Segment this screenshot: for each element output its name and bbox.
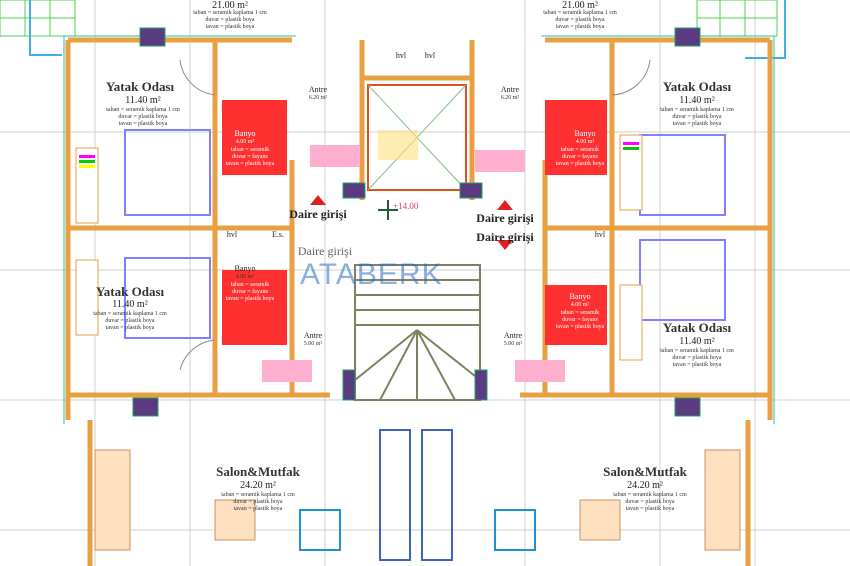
level-marker [378, 200, 398, 220]
bedroom-area: 11.40 m² [679, 95, 715, 106]
bedroom-label: Yatak Odası [662, 320, 732, 335]
bath-finish-wall: duvar = fayans [562, 317, 598, 323]
finish-floor: taban = seramik kaplama 1 cm [613, 492, 687, 498]
entry-label: Daire girişi [476, 211, 534, 225]
finish-floor: taban = seramik kaplama 1 cm [660, 107, 734, 113]
bath-finish-floor: taban = seramik [230, 282, 270, 288]
finish-wall: duvar = plastik boya [625, 499, 675, 505]
bath-finish-wall: duvar = fayans [562, 154, 598, 160]
finish-wall: duvar = plastik boya [672, 114, 722, 120]
watermark: ATABERK [300, 258, 443, 291]
hvl-label: hvl [226, 230, 238, 239]
bedroom-area: 11.40 m² [125, 95, 161, 106]
bedroom-area: 11.40 m² [112, 299, 148, 310]
hvl-label: hvl [594, 230, 606, 239]
hall-area: 6.20 m² [500, 95, 520, 101]
stairs [354, 264, 481, 401]
entry-label: Daire girişi [476, 230, 534, 244]
walls [65, 37, 773, 566]
finish-ceiling: tavan = plastik boya [233, 506, 283, 512]
finish-floor: taban = seramik kaplama 1 cm [221, 492, 295, 498]
finish-ceiling: tavan = plastik boya [205, 24, 255, 30]
top-area-right: 21.00 m² [562, 0, 598, 11]
bath-finish-floor: taban = seramik [230, 147, 270, 153]
hall-label: Antre [500, 85, 520, 94]
finish-wall: duvar = plastik boya [672, 355, 722, 361]
hall-area: 6.20 m² [308, 95, 328, 101]
hvl-label: hvl [424, 51, 436, 60]
bath-finish-ceiling: tavan = plastik boya [555, 324, 605, 330]
finish-ceiling: tavan = plastik boya [118, 121, 168, 127]
finish-wall: duvar = plastik boya [205, 17, 255, 23]
finish-ceiling: tavan = plastik boya [625, 506, 675, 512]
living-label: Salon&Mutfak [216, 464, 300, 479]
finish-ceiling: tavan = plastik boya [555, 24, 605, 30]
hall-label: Antre [308, 85, 328, 94]
hall-area: 5.00 m² [503, 341, 523, 347]
bath-label: Banyo [574, 129, 596, 138]
balcony-railings [29, 0, 786, 59]
bath-tiles [222, 100, 607, 345]
wall-edges [63, 35, 775, 424]
es-label: E.s. [272, 230, 284, 239]
bedroom-area: 11.40 m² [679, 336, 715, 347]
finish-floor: taban = seramik kaplama 1 cm [93, 311, 167, 317]
finish-floor: taban = seramik kaplama 1 cm [660, 348, 734, 354]
finish-wall: duvar = plastik boya [118, 114, 168, 120]
columns [132, 27, 701, 417]
finish-wall: duvar = plastik boya [555, 17, 605, 23]
cabinets [262, 145, 565, 382]
entry-label: Daire girişi [289, 207, 347, 221]
living-area: 24.20 m² [240, 480, 276, 491]
bath-label: Banyo [234, 264, 256, 273]
bath-label: Banyo [569, 292, 591, 301]
bedroom-label: Yatak Odası [95, 284, 165, 299]
balcony-grids [0, 0, 778, 37]
bath-finish-ceiling: tavan = plastik boya [225, 161, 275, 167]
bath-finish-ceiling: tavan = plastik boya [555, 161, 605, 167]
bedroom-label: Yatak Odası [105, 79, 175, 94]
finish-floor: taban = seramik kaplama 1 cm [543, 10, 617, 16]
bath-area: 4.00 m² [235, 139, 255, 145]
sofas [94, 449, 741, 551]
wardrobe-stripes [79, 142, 639, 168]
entry-label: Daire girişi [297, 244, 353, 258]
bath-label: Banyo [234, 129, 256, 138]
hall-label: Antre [303, 331, 323, 340]
hall-area: 5.00 m² [303, 341, 323, 347]
hvl-label: hvl [395, 51, 407, 60]
bath-area: 4.00 m² [575, 139, 595, 145]
finish-ceiling: tavan = plastik boya [105, 325, 155, 331]
bath-finish-ceiling: tavan = plastik boya [225, 296, 275, 302]
bath-area: 4.00 m² [235, 274, 255, 280]
entry-arrows [310, 195, 513, 250]
bath-finish-wall: duvar = fayans [232, 154, 268, 160]
living-area: 24.20 m² [627, 480, 663, 491]
doors [179, 59, 651, 371]
finish-floor: taban = seramik kaplama 1 cm [193, 10, 267, 16]
top-area-left: 21.00 m² [212, 0, 248, 11]
finish-wall: duvar = plastik boya [233, 499, 283, 505]
bath-finish-wall: duvar = fayans [232, 289, 268, 295]
finish-ceiling: tavan = plastik boya [672, 362, 722, 368]
hall-label: Antre [503, 331, 523, 340]
finish-wall: duvar = plastik boya [105, 318, 155, 324]
bath-area: 4.00 m² [570, 302, 590, 308]
kitchen-units [379, 429, 453, 561]
dining-tables [299, 509, 536, 551]
living-label: Salon&Mutfak [603, 464, 687, 479]
finish-floor: taban = seramik kaplama 1 cm [106, 107, 180, 113]
finish-ceiling: tavan = plastik boya [672, 121, 722, 127]
elevator-shaft [367, 84, 467, 191]
level-label: +14.00 [393, 201, 419, 211]
bedroom-label: Yatak Odası [662, 79, 732, 94]
bath-finish-floor: taban = seramik [560, 147, 600, 153]
bath-finish-floor: taban = seramik [560, 310, 600, 316]
